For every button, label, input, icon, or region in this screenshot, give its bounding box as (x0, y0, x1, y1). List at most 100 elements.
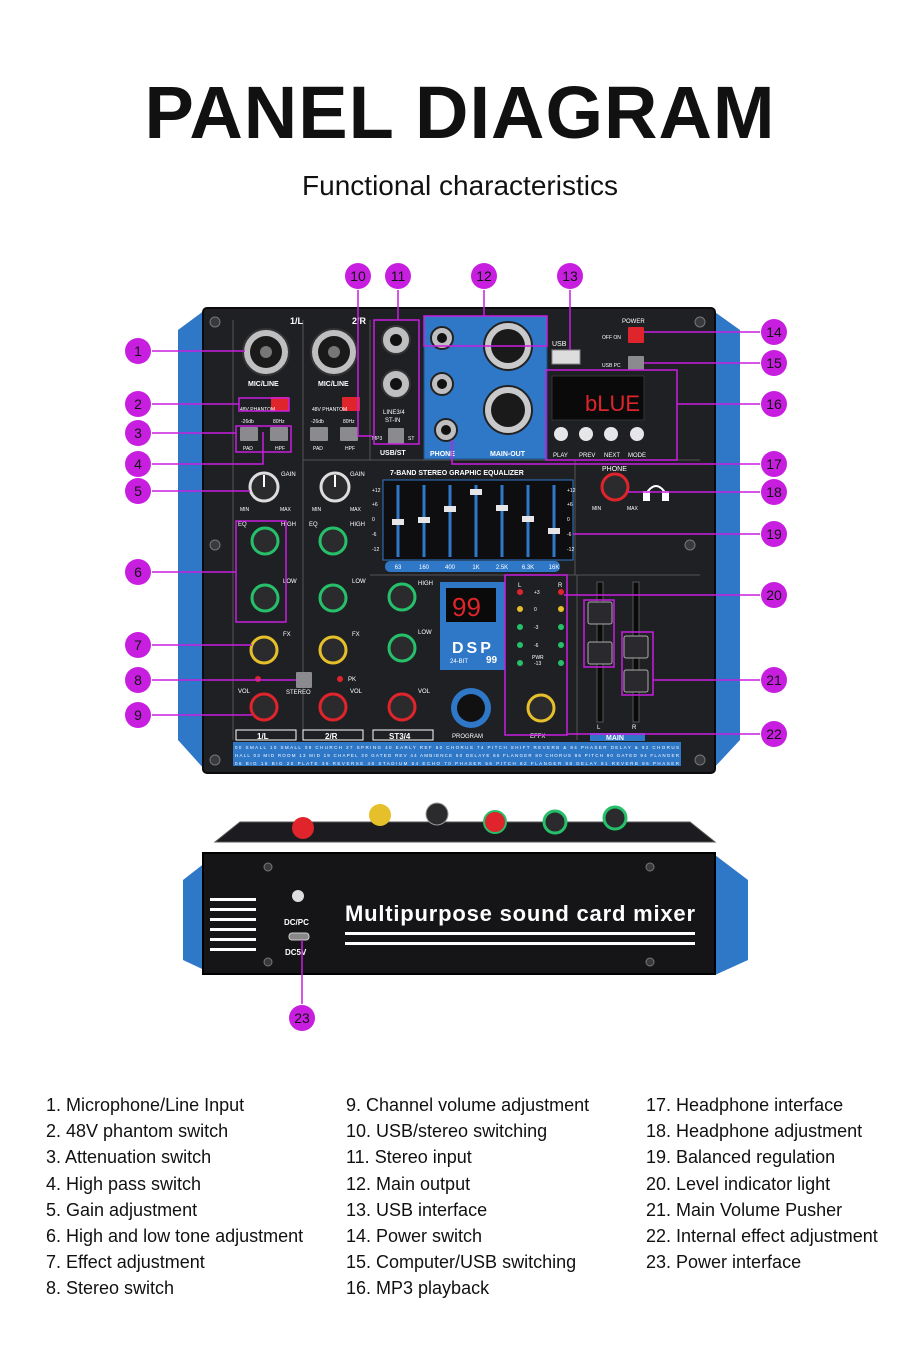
effects-line-2: HALL 03 MID ROOM 13 MID 19 CHAPEL 30 GAT… (235, 753, 680, 758)
hpf-hz-label-2: 80Hz (343, 419, 355, 425)
level-led (558, 642, 564, 648)
stereo-input-jacks[interactable] (381, 325, 411, 399)
graphic-eq-sliders[interactable] (392, 485, 560, 557)
st-in-label: ST-IN (385, 418, 400, 424)
main-out-xlr[interactable] (483, 321, 533, 435)
usb-st-switch[interactable] (388, 428, 404, 444)
eq-slider-knob[interactable] (548, 528, 560, 534)
callout-number: 19 (766, 526, 782, 542)
callout-number: 22 (766, 726, 782, 742)
eq-low-knob-3[interactable] (387, 633, 417, 663)
effx-knob[interactable] (526, 693, 556, 723)
usb-port[interactable] (551, 349, 581, 365)
callout-number: 12 (476, 268, 492, 284)
eq-high-knob-1[interactable] (250, 526, 280, 556)
level-mark-label: -6 (534, 643, 539, 649)
callout-number: 21 (766, 672, 782, 688)
pad-label-1: PAD (243, 446, 253, 452)
hpf-label-1: HPF (275, 446, 285, 452)
phantom-switch-1[interactable] (271, 397, 289, 411)
callout-number: 4 (134, 456, 142, 472)
eq-slider-knob[interactable] (392, 519, 404, 525)
usb-pc-switch[interactable] (628, 356, 644, 370)
eq-low-knob-1[interactable] (250, 583, 280, 613)
line34-label: LINE3/4 (383, 410, 405, 416)
callout-marker-15: 15 (761, 350, 787, 376)
eq-high-knob-3[interactable] (387, 582, 417, 612)
callout-marker-2: 2 (125, 391, 151, 417)
eq-slider-knob[interactable] (470, 489, 482, 495)
eq-band-label: 16K (549, 565, 560, 571)
fx-knob-2[interactable] (318, 635, 348, 665)
hpf-switch-2[interactable] (340, 427, 358, 441)
callout-number: 3 (134, 425, 142, 441)
eq-slider-knob[interactable] (522, 516, 534, 522)
gain-knob-2[interactable] (319, 471, 351, 503)
eq-slider-knob[interactable] (496, 505, 508, 511)
vol-knob-1[interactable] (249, 692, 279, 722)
mp3-buttons[interactable] (554, 427, 644, 441)
dc5v-label: DC5V (285, 948, 307, 957)
stereo-switch[interactable] (296, 672, 312, 688)
rear-logo (292, 890, 304, 902)
pad-switch-2[interactable] (310, 427, 328, 441)
phantom-switch-2[interactable] (342, 397, 360, 411)
eq-low-knob-2[interactable] (318, 583, 348, 613)
eq-slider-track (474, 485, 478, 557)
callout-number: 18 (766, 484, 782, 500)
eq-slider-knob[interactable] (418, 517, 430, 523)
callout-number: 10 (350, 268, 366, 284)
gain-knob-1[interactable] (248, 471, 280, 503)
eq-scale-right: +12+60-6-12 (567, 488, 576, 553)
main-fader-l[interactable] (587, 601, 613, 665)
vol-knob-3[interactable] (387, 692, 417, 722)
usb-st-label: USB/ST (380, 450, 406, 457)
mic-line-input-1[interactable] (242, 328, 290, 376)
callout-number: 8 (134, 672, 142, 688)
phone-jack[interactable] (434, 418, 458, 442)
eq-band-strip (385, 561, 560, 572)
vol-knob-2[interactable] (318, 692, 348, 722)
channel-2-label: 2/R (352, 316, 367, 326)
effects-strip (233, 742, 681, 766)
mp3-display (551, 375, 645, 421)
fx-label-2: FX (352, 632, 360, 638)
power-interface-port[interactable] (288, 932, 310, 941)
eq-slider-knob[interactable] (444, 506, 456, 512)
eq-slider-track (500, 485, 504, 557)
pk-led-1 (255, 676, 261, 682)
level-led (558, 589, 564, 595)
hpf-switch-1[interactable] (270, 427, 288, 441)
eq-scale-tick: +6 (567, 502, 573, 508)
phone-jack-label: PHONE (430, 451, 455, 458)
mic-line-input-2[interactable] (310, 328, 358, 376)
fx-knob-1[interactable] (249, 635, 279, 665)
main-fader-r[interactable] (623, 635, 649, 693)
callout-marker-14: 14 (761, 319, 787, 345)
channel-1-label: 1/L (290, 316, 304, 326)
power-switch[interactable] (628, 327, 644, 343)
program-knob[interactable] (451, 688, 491, 728)
legend-item: 17. Headphone interface (646, 1095, 844, 1115)
callout-number: 2 (134, 396, 142, 412)
eq-band-label: 400 (445, 565, 456, 571)
main-out-jacks[interactable] (430, 326, 454, 396)
btn-mode-label: MODE (628, 453, 646, 459)
eq-high-knob-2[interactable] (318, 526, 348, 556)
callout-marker-18: 18 (761, 479, 787, 505)
program-label: PROGRAM (452, 734, 483, 740)
callout-marker-22: 22 (761, 721, 787, 747)
eq-scale-tick: 0 (567, 517, 570, 523)
hpf-hz-label-1: 80Hz (273, 419, 285, 425)
fader-l-label: L (597, 725, 601, 731)
pad-switch-1[interactable] (240, 427, 258, 441)
eq-scale-tick: +6 (372, 502, 378, 508)
eq-label-2: EQ (309, 522, 318, 528)
phone-knob[interactable] (600, 472, 630, 502)
page-subtitle: Functional characteristics (302, 170, 618, 201)
pwr-label: PWR (532, 655, 544, 661)
legend-item: 4. High pass switch (46, 1173, 202, 1194)
callout-number: 13 (562, 268, 578, 284)
callout-marker-1: 1 (125, 338, 151, 364)
